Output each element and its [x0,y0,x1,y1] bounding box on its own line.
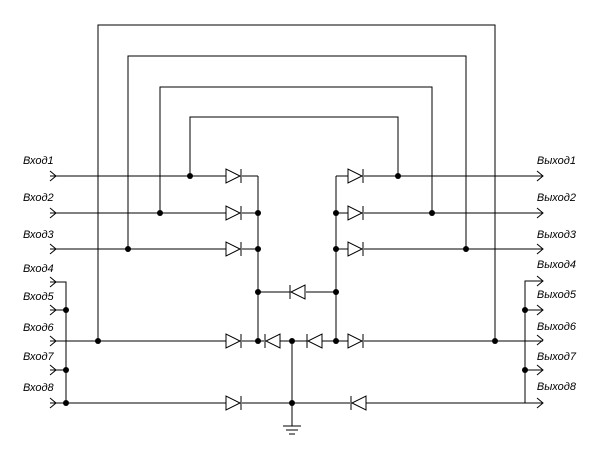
output-label-1: Выход1 [537,155,576,167]
diode-in1 [225,168,242,184]
diode-out2 [347,205,364,221]
input-label-1: Вход1 [23,155,54,167]
input-label-7: Вход7 [23,351,55,363]
wires [50,24,543,435]
diode-center-left [264,333,281,349]
diode-center-right [306,333,323,349]
output-label-4: Выход4 [537,259,576,271]
input-label-8: Вход8 [23,382,55,394]
input-arrows [49,170,57,409]
diode-out6 [347,333,364,349]
input-label-5: Вход5 [23,291,55,303]
diode-out3 [347,241,364,257]
output-label-5: Выход5 [537,289,577,301]
diode-in8 [225,395,242,411]
junction-dots [63,173,528,406]
input-label-6: Вход6 [23,322,55,334]
output-label-2: Выход2 [537,192,576,204]
diode-out1 [347,168,364,184]
diode-in6 [225,333,242,349]
output-label-7: Выход7 [537,351,577,363]
output-label-3: Выход3 [537,229,577,241]
output-label-6: Выход6 [537,321,577,333]
diode-in2 [225,205,242,221]
diode-middle-link [289,284,306,300]
output-label-8: Выход8 [537,381,577,393]
input-label-4: Вход4 [23,263,54,275]
input-label-2: Вход2 [23,192,54,204]
diode-out8 [350,395,367,411]
diode-in3 [225,241,242,257]
input-label-3: Вход3 [23,229,55,241]
